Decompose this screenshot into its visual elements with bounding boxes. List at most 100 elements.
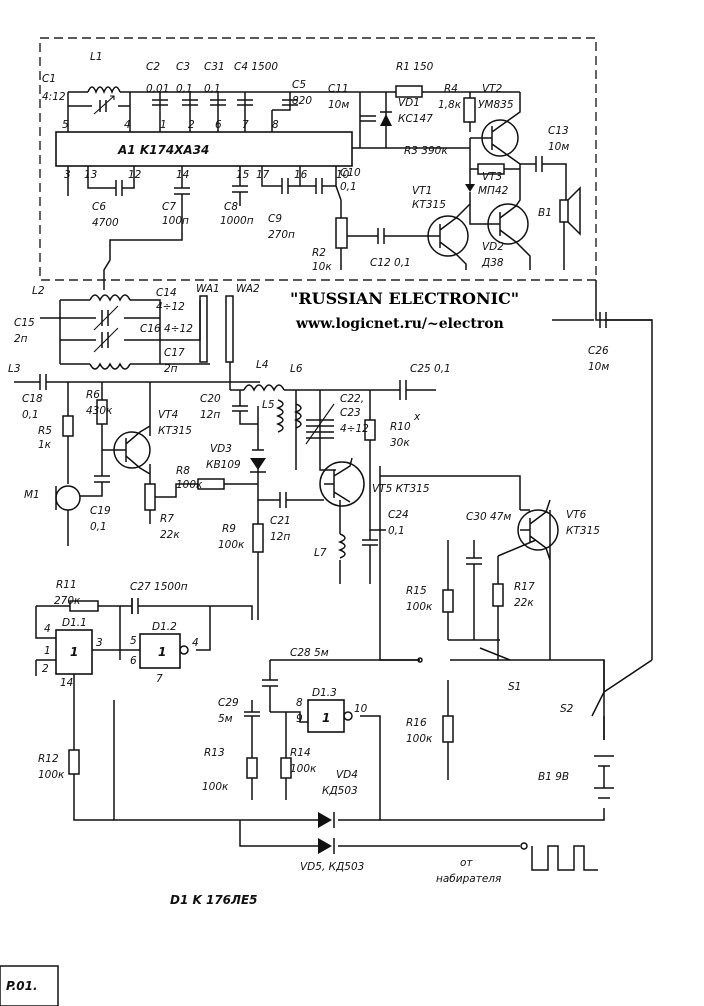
label-r11: R11 [56, 579, 77, 591]
pin-label: 1 [160, 119, 167, 131]
resistor-r10 [364, 419, 376, 441]
label-vd5: VD5, КД503 [300, 861, 364, 873]
label-c23: C23 [340, 407, 361, 419]
gate-d11: 1 D1.1 [55, 617, 93, 675]
wiring-a1-top [67, 91, 380, 132]
label-c18-value: 0,1 [22, 409, 39, 421]
label-c29: C29 [218, 697, 239, 709]
label-r6-value: 430к [86, 405, 113, 417]
resistor-r14 [280, 757, 292, 779]
label-c21: C21 [270, 515, 291, 527]
potentiometer-r2 [335, 200, 350, 270]
label-vt6-value: КТ315 [566, 525, 600, 537]
capacitor-c21 [279, 492, 287, 508]
pin-label: 10 [336, 169, 350, 181]
capacitor-c3 [182, 99, 198, 106]
capacitor-c15 [40, 317, 60, 319]
watermark-title: "RUSSIAN ELECTRONIC" [290, 289, 519, 308]
label-r9-value: 100к [218, 539, 245, 551]
resistor-r4 [463, 92, 476, 132]
speaker-b1 [559, 186, 581, 270]
pin-label: 7 [156, 673, 163, 685]
pin-label: 16 [294, 169, 308, 181]
label-s2: S2 [560, 703, 574, 715]
wire [352, 92, 361, 149]
label-vt1: VT1 [412, 185, 432, 197]
inductor-l1 [87, 86, 121, 95]
label-r17-value: 22к [514, 597, 534, 609]
gate-d13: 1 D1.3 [307, 687, 353, 733]
resistor-r9 [252, 523, 264, 553]
label-c29-value: 5м [218, 713, 233, 725]
label-vd1-value: КС147 [398, 113, 433, 125]
label-vt2-value: УМ835 [478, 99, 514, 111]
label-c5-value: 820 [292, 95, 312, 107]
pin-label: 5 [130, 635, 137, 647]
resistor-r8 [197, 478, 252, 490]
label-vt4-value: КТ315 [158, 425, 192, 437]
label-c26-value: 10м [588, 361, 609, 373]
label-b1-speaker: B1 [538, 207, 552, 219]
capacitor-c8 [232, 166, 248, 206]
label-c11-value: 10м [328, 99, 349, 111]
pin-label: 17 [256, 169, 270, 181]
label-vd4-value: КД503 [322, 785, 358, 797]
label-wa1: WA1 [196, 283, 220, 295]
capacitor-c25 [399, 380, 407, 400]
transistor-vt5 [319, 457, 365, 507]
resistor-r11 [69, 600, 99, 612]
label-vt6: VT6 [566, 509, 587, 521]
label-vt4: VT4 [158, 409, 178, 421]
capacitor-c12 [350, 228, 428, 244]
resistor-r5 [62, 415, 74, 437]
label-l4: L4 [256, 359, 269, 371]
pin-label: 4 [44, 623, 51, 635]
label-c5: C5 [292, 79, 306, 91]
resistor-r6 [96, 399, 108, 425]
pin-label: 3 [96, 637, 103, 649]
label-vd2: VD2 [482, 241, 504, 253]
label-c18: C18 [22, 393, 43, 405]
pin-label: 6 [130, 655, 137, 667]
switch-s2 [591, 691, 605, 740]
label-r2: R2 [312, 247, 326, 259]
label-c2: C2 [146, 61, 160, 73]
diode-vd5 [318, 838, 335, 854]
ic-a1: A1 K174XA34 [55, 131, 353, 167]
label-r14-value: 100к [290, 763, 317, 775]
label-r11-value: 270к [54, 595, 81, 607]
label-r10-value: 30к [390, 437, 410, 449]
label-c14: C14 [156, 287, 177, 299]
label-l3: L3 [8, 363, 21, 375]
resistor-r16 [442, 715, 454, 743]
gate-d12-label: D1.2 [152, 621, 177, 633]
label-c30: C30 47м [466, 511, 511, 523]
label-battery-b1: B1 9В [538, 771, 569, 783]
label-r15: R15 [406, 585, 427, 597]
switch-s1 [417, 647, 511, 663]
label-l1: L1 [90, 51, 103, 63]
wiring-vt5 [230, 384, 436, 620]
pin-label: 9 [296, 713, 303, 725]
label-c11: C11 [328, 83, 349, 95]
label-l5: L5 [262, 399, 275, 411]
inductor-l7 [337, 533, 346, 559]
label-c4: C4 1500 [234, 61, 278, 73]
label-c22: C22, [340, 393, 364, 405]
label-c19-value: 0,1 [90, 521, 107, 533]
label-r16: R16 [406, 717, 427, 729]
pin-label: 14 [60, 677, 73, 689]
pin-label: 4 [124, 119, 131, 131]
capacitor-c9 [261, 166, 301, 194]
label-vt3: VT3 [482, 171, 502, 183]
resistor-r15 [442, 589, 454, 613]
page-code: P.01. [0, 965, 59, 1006]
label-r8: R8 [176, 465, 190, 477]
label-r9: R9 [222, 523, 236, 535]
label-c3: C3 [176, 61, 190, 73]
ic-a1-bottom-pins: 3 13 12 14 15 17 16 10 [64, 169, 350, 181]
label-r10: R10 [390, 421, 411, 433]
wire-a1-to-l2 [103, 212, 183, 290]
resistor-r12 [68, 749, 80, 775]
